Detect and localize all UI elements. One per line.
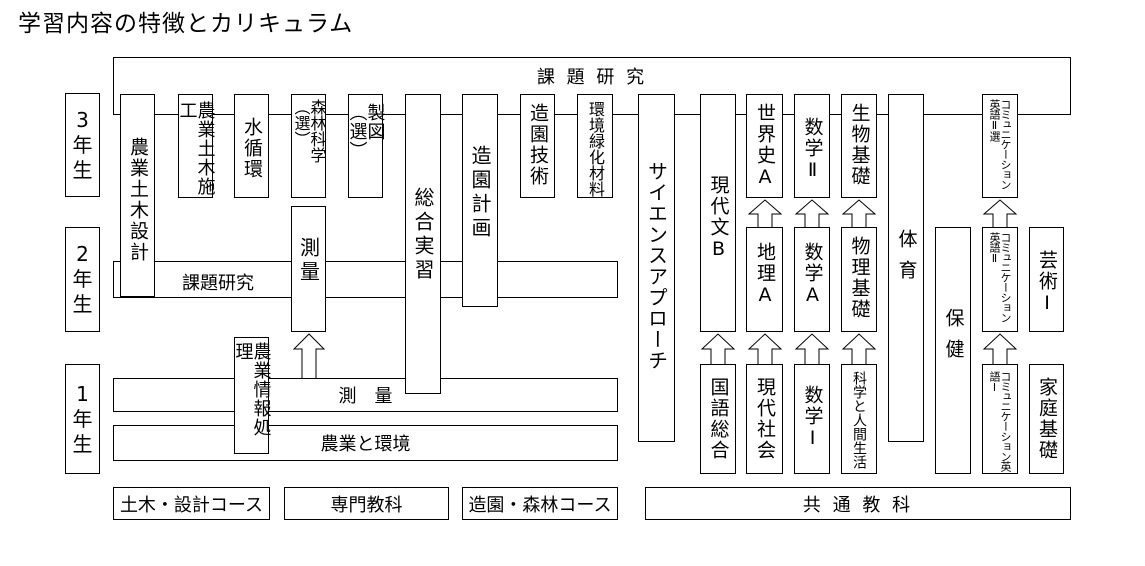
year-2-nen: 年 [72, 267, 93, 291]
footer-senmon-kyoka-label: 専門教科 [330, 494, 403, 516]
year-2-box: 2 年 生 [65, 227, 100, 332]
subject-comm-eigo-2: コミュニケーション英語Ⅱ [982, 227, 1018, 332]
footer-senmon-kyoka: 専門教科 [284, 487, 449, 520]
subject-nogyo-joho-shori-label: 農業情報処理 [232, 342, 272, 437]
subject-sugaku-1: 数学Ⅰ [794, 364, 830, 474]
year-2-sei: 生 [72, 292, 93, 316]
year-1-number: 1 [76, 381, 89, 406]
year-3-sei: 生 [72, 157, 93, 182]
subject-chiri-a-label: 地理A [754, 242, 776, 308]
footer-doboku-sekkei-course-label: 土木・設計コース [119, 494, 264, 516]
arrow-up-icon [982, 199, 1018, 227]
page-title: 学習内容の特徴とカリキュラム [18, 11, 354, 37]
subject-hoken: 保健 [935, 227, 971, 474]
subject-science-approach: サイエンスアプローチ [638, 94, 675, 442]
year-1-nen: 年 [72, 406, 93, 431]
subject-sekaishi-a: 世界史A [746, 94, 783, 198]
subject-taiiku-label: 体育 [895, 229, 918, 291]
subject-zoen-gijutsu-label: 造園技術 [527, 103, 549, 187]
band-kadai-kenkyu-mid-label: 課題研究 [182, 273, 254, 294]
band-kadai-kenkyu-top-label: 課 題 研 究 [536, 67, 648, 88]
subject-kokugo-sogo-label: 国語総合 [707, 377, 730, 461]
footer-kyotsu-kyoka: 共 通 教 科 [645, 487, 1071, 520]
year-1-box: 1 年 生 [65, 364, 100, 474]
subject-zoen-gijutsu: 造園技術 [520, 94, 555, 198]
subject-nogyo-joho-shori: 農業情報処理 [232, 337, 272, 454]
band-nogyo-to-kankyo-label: 農業と環境 [320, 434, 411, 455]
subject-geijutsu-1-label: 芸術Ⅰ [1036, 250, 1058, 316]
subject-taiiku: 体育 [888, 94, 924, 442]
subject-zoen-keikaku-label: 造園計画 [468, 145, 492, 241]
arrow-up-icon [841, 333, 877, 364]
subject-sokuryo-y2: 測量 [291, 206, 326, 332]
subject-chiri-a: 地理A [746, 227, 783, 332]
band-sokuryo: 測 量 [113, 378, 618, 412]
year-2-number: 2 [76, 242, 89, 266]
subject-kagaku-to-ningen-seikatsu: 科学と人間生活 [841, 364, 877, 474]
subject-comm-eigo-2-sen-label: コミュニケーション英語Ⅱ選 [988, 99, 1012, 189]
subject-shinrin-kagaku-label: 森林科学︵選︶ [291, 99, 327, 163]
arrow-up-icon [747, 333, 783, 364]
subject-shinrin-kagaku: 森林科学︵選︶ [291, 94, 327, 198]
arrow-up-icon [700, 333, 736, 364]
subject-gendaibun-b-label: 現代文B [707, 175, 730, 262]
subject-sugaku-2: 数学Ⅱ [794, 94, 830, 198]
subject-comm-eigo-1: コミュニケーション英語Ⅰ [982, 364, 1018, 474]
subject-kagaku-to-ningen-seikatsu-label: 科学と人間生活 [851, 371, 867, 469]
subject-seibutsu-kiso: 生物基礎 [841, 94, 877, 198]
subject-sugaku-a: 数学A [794, 227, 830, 332]
subject-nogyo-doboku-sekkei-label: 農業土木設計 [127, 137, 149, 263]
subject-sokuryo-y2-label: 測量 [296, 237, 321, 285]
subject-seizu-label: 製図︵選︶ [346, 103, 386, 160]
subject-hoken-label: 保健 [942, 308, 965, 370]
arrow-up-icon [982, 333, 1018, 364]
subject-katei-kiso: 家庭基礎 [1029, 364, 1064, 474]
subject-mizu-junkan-label: 水循環 [241, 117, 263, 180]
year-3-number: 3 [76, 107, 89, 132]
arrow-up-icon [292, 333, 326, 378]
subject-sugaku-a-label: 数学A [801, 242, 824, 308]
arrow-up-icon [794, 199, 830, 227]
footer-doboku-sekkei-course: 土木・設計コース [113, 487, 270, 520]
subject-comm-eigo-2-sen: コミュニケーション英語Ⅱ選 [982, 94, 1018, 198]
subject-butsuri-kiso: 物理基礎 [841, 227, 877, 332]
band-nogyo-to-kankyo: 農業と環境 [113, 425, 618, 461]
subject-butsuri-kiso-label: 物理基礎 [848, 236, 871, 320]
subject-mizu-junkan: 水循環 [234, 94, 269, 198]
year-3-nen: 年 [72, 132, 93, 157]
subject-nogyo-doboku-seko-label: 農業土木施工 [176, 101, 216, 196]
footer-zoen-shinrin-course-label: 造園・森林コース [468, 494, 612, 516]
subject-comm-eigo-2-label: コミュニケーション英語Ⅱ [988, 232, 1012, 322]
subject-seizu: 製図︵選︶ [346, 94, 386, 198]
subject-seibutsu-kiso-label: 生物基礎 [848, 103, 871, 187]
subject-sugaku-1-label: 数学Ⅰ [801, 385, 824, 451]
subject-geijutsu-1: 芸術Ⅰ [1029, 227, 1064, 332]
arrow-up-icon [794, 333, 830, 364]
subject-science-approach-label: サイエンスアプローチ [644, 161, 669, 371]
subject-sugaku-2-label: 数学Ⅱ [801, 117, 824, 183]
subject-gendai-shakai-label: 現代社会 [754, 377, 776, 461]
subject-katei-kiso-label: 家庭基礎 [1036, 377, 1058, 461]
arrow-up-icon [747, 199, 783, 227]
year-3-box: 3 年 生 [65, 93, 100, 197]
band-kadai-kenkyu-mid: 課題研究 [113, 261, 618, 298]
subject-sogo-jisshu-label: 総合実習 [411, 187, 435, 283]
subject-nogyo-doboku-seko: 農業土木施工 [176, 94, 216, 198]
subject-gendaibun-b: 現代文B [700, 94, 736, 332]
subject-sogo-jisshu: 総合実習 [405, 94, 441, 394]
year-1-sei: 生 [72, 431, 93, 456]
subject-nogyo-doboku-sekkei: 農業土木設計 [120, 94, 155, 297]
footer-kyotsu-kyoka-label: 共 通 教 科 [802, 494, 914, 516]
footer-zoen-shinrin-course: 造園・森林コース [462, 487, 618, 520]
arrow-up-icon [841, 199, 877, 227]
subject-sekaishi-a-label: 世界史A [754, 103, 776, 190]
subject-gendai-shakai: 現代社会 [746, 364, 783, 474]
subject-kankyo-ryokka-zairyo: 環境緑化材料 [577, 94, 613, 198]
subject-kokugo-sogo: 国語総合 [700, 364, 736, 474]
subject-kankyo-ryokka-zairyo-label: 環境緑化材料 [586, 101, 605, 197]
subject-comm-eigo-1-label: コミュニケーション英語Ⅰ [988, 371, 1012, 471]
band-sokuryo-label: 測 量 [338, 386, 393, 407]
subject-zoen-keikaku: 造園計画 [462, 94, 498, 307]
